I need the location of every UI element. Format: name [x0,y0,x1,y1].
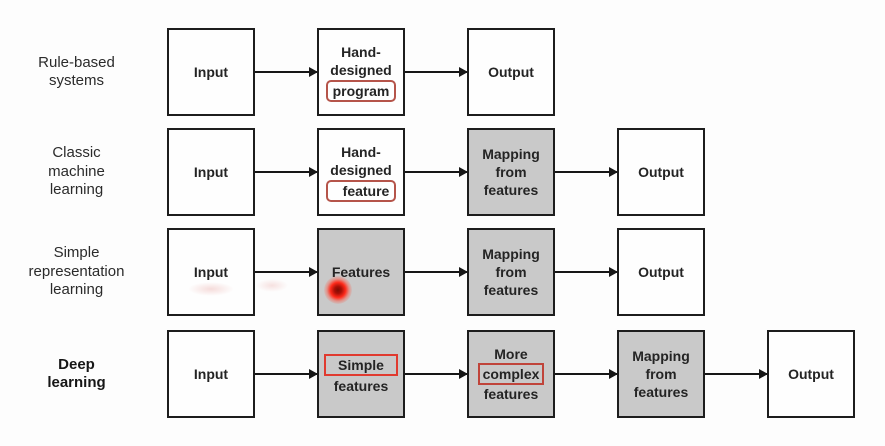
laser-pointer-dot [324,276,352,304]
highlighted-word-complex: complex [477,363,545,385]
box-text: from [495,264,527,280]
arrow-right-icon [255,368,318,379]
arrow-right-icon [255,66,318,77]
row-label-simple-representation-learning: Simple representation learning [28,244,125,299]
box-text: features [483,182,539,198]
box-features: Features [317,228,405,316]
box-text: Mapping [482,246,540,262]
box-hand-designed-program: Hand- designed program [317,28,405,116]
row-classic-machine-learning: Classic machine learning Input Hand- des… [0,128,705,216]
box-text: Input [193,64,229,80]
arrow-right-icon [405,166,468,177]
arrow-right-icon [705,368,768,379]
box-input: Input [167,28,255,116]
box-text: More [494,346,528,362]
box-text: features [333,377,389,394]
row-deep-learning: Deep learning Input Simple features More… [0,330,855,418]
box-hand-designed-feature: Hand- designed feature [317,128,405,216]
box-text: features [633,384,689,400]
box-text: from [495,164,527,180]
box-output: Output [617,228,705,316]
box-text: from [645,366,677,382]
arrow-right-icon [555,266,618,277]
laser-pointer-trail [256,279,288,292]
arrow-right-icon [555,368,618,379]
highlighted-word-simple: Simple [324,353,398,376]
arrow-right-icon [555,166,618,177]
box-text: Output [638,164,684,180]
box-text: designed [330,61,392,78]
arrow-right-icon [405,66,468,77]
highlighted-word-feature: feature [325,179,397,202]
box-mapping-from-features: Mapping from features [467,128,555,216]
laser-pointer-trail [188,282,234,296]
box-text: Input [193,264,229,280]
box-input: Input [167,228,255,316]
box-more-complex-features: More complex features [467,330,555,418]
box-input: Input [167,128,255,216]
box-output: Output [467,28,555,116]
box-mapping-from-features: Mapping from features [617,330,705,418]
box-text: Input [193,366,229,382]
highlighted-word-program: program [325,79,397,102]
box-text: Mapping [482,146,540,162]
arrow-right-icon [405,266,468,277]
box-text: Output [488,64,534,80]
box-text: Hand- [341,143,381,160]
box-text: Features [331,264,391,280]
box-text: Output [638,264,684,280]
row-label-deep-learning: Deep learning [47,355,106,392]
box-output: Output [767,330,855,418]
box-text: features [483,386,539,402]
box-simple-features: Simple features [317,330,405,418]
box-input: Input [167,330,255,418]
row-label-rule-based-systems: Rule-based systems [38,53,115,90]
box-output: Output [617,128,705,216]
arrow-right-icon [255,266,318,277]
box-mapping-from-features: Mapping from features [467,228,555,316]
box-text: features [483,282,539,298]
arrow-right-icon [405,368,468,379]
row-simple-representation-learning: Simple representation learning Input Fea… [0,228,705,316]
box-text: Input [193,164,229,180]
row-label-classic-machine-learning: Classic machine learning [48,144,105,199]
arrow-right-icon [255,166,318,177]
box-text: Mapping [632,348,690,364]
box-text: designed [330,161,392,178]
row-rule-based-systems: Rule-based systems Input Hand- designed … [0,28,555,116]
box-text: Output [788,366,834,382]
box-text: Hand- [341,43,381,60]
